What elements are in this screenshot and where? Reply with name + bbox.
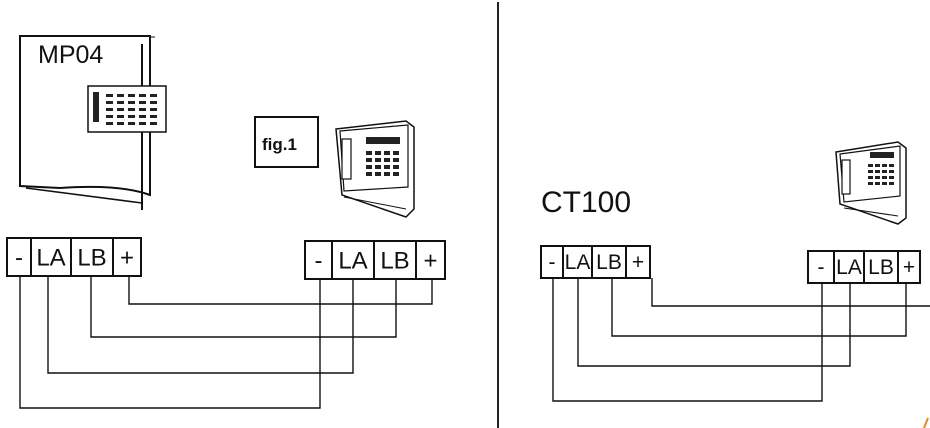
terminal-label: LB — [380, 247, 409, 274]
terminal-label: - — [315, 247, 323, 274]
wire-minus-ct100 — [552, 278, 823, 402]
terminal-cell — [897, 250, 921, 284]
mp04-terminal-block: -LA LB + — [6, 237, 142, 277]
terminal-label: LA — [836, 256, 862, 279]
terminal-label: + — [120, 244, 134, 271]
wire-lb — [90, 276, 397, 338]
terminal-label: + — [632, 251, 644, 274]
wire-lb-ct100 — [611, 278, 907, 337]
terminal-cell — [863, 250, 899, 284]
terminal-cell — [331, 240, 375, 280]
figure-label-box — [254, 116, 319, 168]
terminal-label: + — [423, 247, 437, 274]
remote-terminal-block-right-panel: -LA LB + — [807, 250, 921, 284]
terminal-label: LA — [565, 251, 591, 274]
terminal-label: LA — [338, 247, 367, 274]
terminal-label: LB — [868, 256, 894, 279]
wire-plus — [128, 276, 433, 305]
remote-terminal-block-left-panel: -LA LB + — [304, 240, 446, 280]
terminal-cell — [833, 250, 865, 284]
terminal-cell — [30, 237, 72, 277]
mp04-wiring — [19, 276, 433, 409]
figure-label: fig.1 — [262, 135, 297, 154]
terminal-label: - — [818, 256, 825, 279]
terminal-cell — [625, 245, 651, 279]
telephone-console-icon-right — [835, 141, 907, 225]
wire-la — [47, 276, 354, 374]
wire-minus — [19, 276, 321, 409]
keypad-icon — [87, 85, 167, 133]
terminal-label: - — [15, 244, 23, 271]
telephone-console-icon — [335, 120, 415, 218]
terminal-cell — [112, 237, 142, 277]
terminal-cell — [70, 237, 114, 277]
mp04-label: MP04 — [38, 41, 103, 69]
terminal-label: - — [549, 251, 556, 274]
mp04-unit-outline — [19, 35, 151, 197]
wire-plus-ct100 — [651, 278, 930, 307]
corner-mark — [923, 417, 929, 428]
terminal-label: LB — [77, 244, 106, 271]
wire-la-ct100 — [577, 278, 851, 367]
terminal-label: + — [903, 256, 915, 279]
terminal-cell — [373, 240, 417, 280]
ct100-label: CT100 — [541, 186, 631, 219]
terminal-label: LB — [596, 251, 622, 274]
mp04-unit-bottom — [25, 187, 143, 204]
ct100-wiring — [552, 278, 930, 402]
terminal-label: LA — [36, 244, 65, 271]
terminal-cell — [415, 240, 446, 280]
